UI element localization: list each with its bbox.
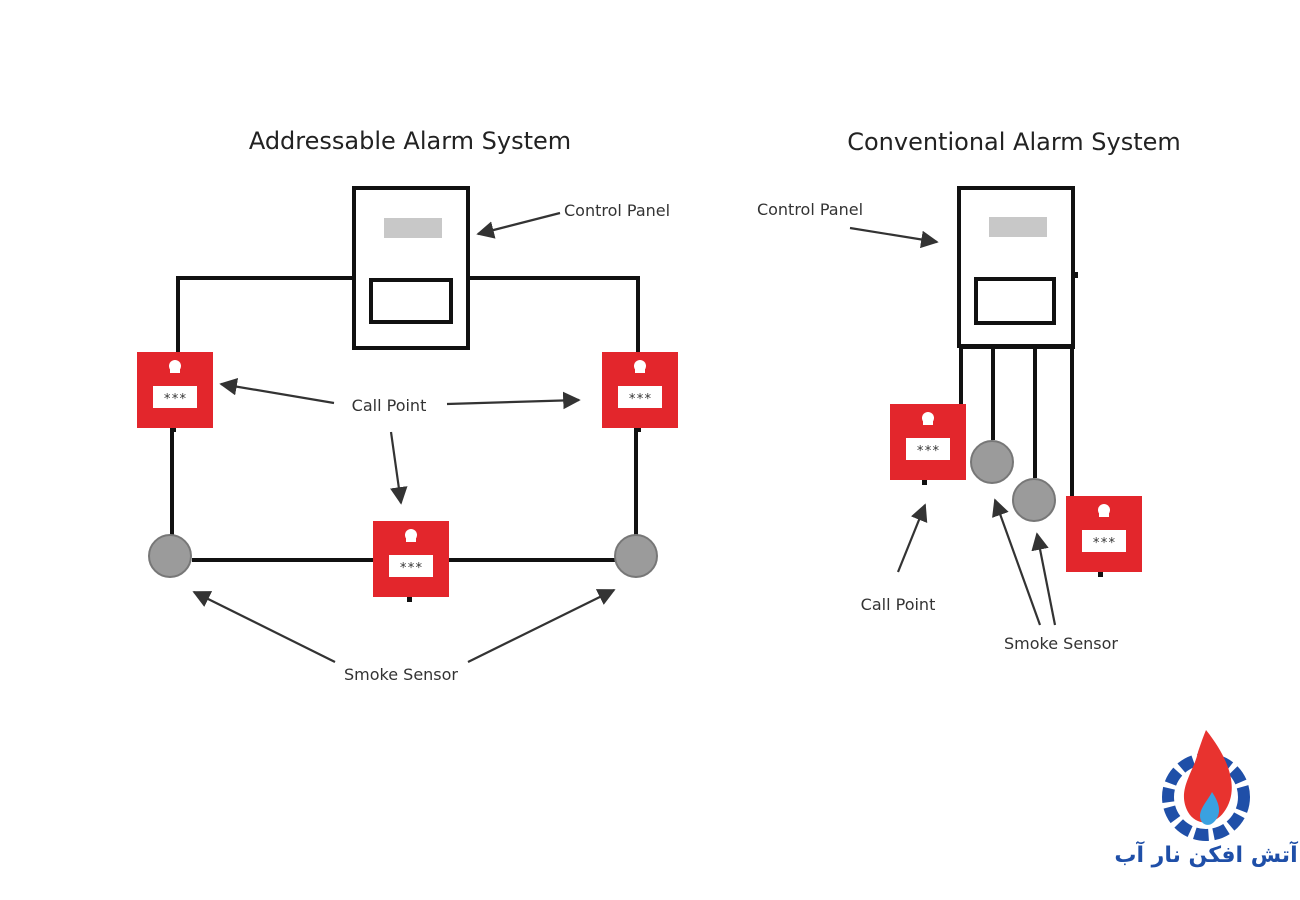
addressable-title: Addressable Alarm System bbox=[249, 127, 571, 155]
logo-text: آتش افکن نار آب bbox=[1114, 840, 1298, 868]
call-point: *** bbox=[602, 352, 678, 432]
addressable-loop-wire bbox=[170, 276, 640, 562]
addressable-system: Addressable Alarm System *** *** bbox=[137, 127, 678, 684]
call-point-keypad: *** bbox=[163, 392, 186, 407]
conventional-arrows bbox=[849, 226, 1057, 626]
call-point-keypad: *** bbox=[628, 392, 651, 407]
call-point-label: Call Point bbox=[861, 595, 936, 614]
call-point-keypad: *** bbox=[1092, 536, 1115, 551]
conventional-zone-wires bbox=[959, 347, 1074, 496]
addressable-arrows bbox=[192, 211, 616, 663]
panel-display bbox=[989, 217, 1047, 237]
smoke-sensor-label: Smoke Sensor bbox=[1004, 634, 1118, 653]
control-panel bbox=[352, 186, 470, 350]
call-point: *** bbox=[1066, 496, 1142, 577]
call-point: *** bbox=[890, 404, 966, 485]
panel-display bbox=[384, 218, 442, 238]
call-point-keypad: *** bbox=[916, 444, 939, 459]
call-point: *** bbox=[373, 521, 449, 602]
panel-window bbox=[369, 278, 453, 324]
panel-window bbox=[974, 277, 1056, 325]
control-panel-label: Control Panel bbox=[564, 201, 670, 220]
call-point-keypad: *** bbox=[399, 561, 422, 576]
conventional-title: Conventional Alarm System bbox=[847, 128, 1181, 156]
smoke-sensor bbox=[1012, 478, 1056, 522]
conventional-system: Conventional Alarm System *** *** bbox=[757, 128, 1181, 653]
control-panel bbox=[957, 186, 1078, 349]
brand-logo: آتش افکن نار آب bbox=[1114, 730, 1298, 868]
smoke-sensor bbox=[148, 534, 192, 578]
control-panel-label: Control Panel bbox=[757, 200, 863, 219]
smoke-sensor bbox=[970, 440, 1014, 484]
smoke-sensor-label: Smoke Sensor bbox=[344, 665, 458, 684]
smoke-sensor bbox=[614, 534, 658, 578]
call-point: *** bbox=[137, 352, 213, 432]
call-point-label: Call Point bbox=[352, 396, 427, 415]
